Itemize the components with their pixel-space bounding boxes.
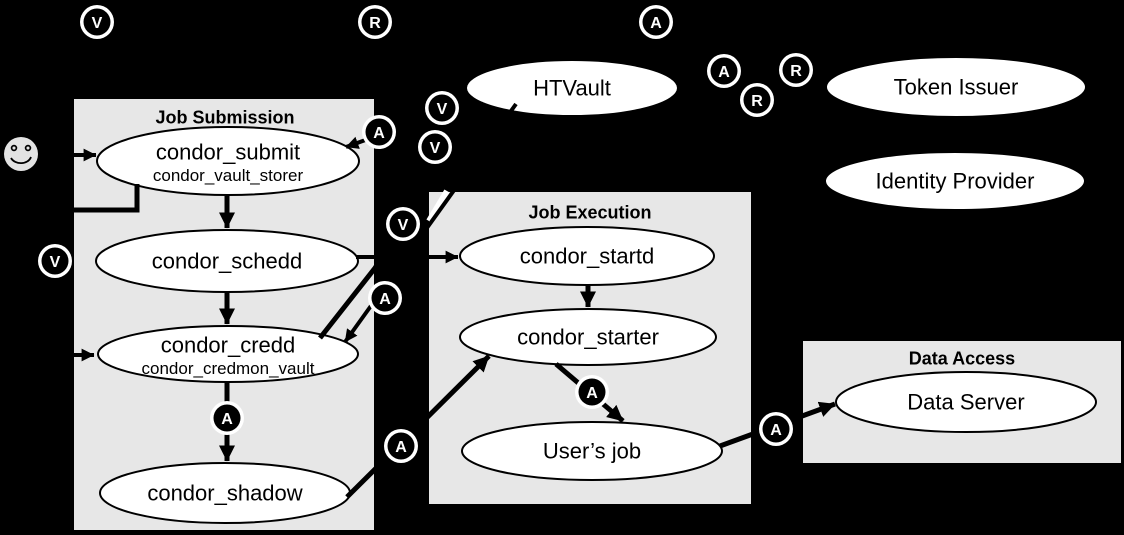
badge-a-3: A [707,54,741,88]
badge-v-0: V [80,5,114,39]
smiley-face [4,137,38,171]
badge-letter: A [586,385,598,402]
badge-disc [743,86,771,114]
badge-letter: R [369,15,381,32]
badge-a-2: A [639,5,673,39]
node-label-token-issuer: Token Issuer [894,75,1019,100]
badge-disc [428,94,456,122]
edge-shadow-to-starter [345,354,491,499]
badge-r-4: R [779,53,813,87]
badge-letter: A [395,439,407,456]
badge-letter: V [437,101,448,118]
badge-a-15: A [759,412,793,446]
badge-letter: A [650,15,662,32]
badge-v-7: V [418,130,452,164]
badge-a-8: A [362,115,396,149]
badge-v-10: V [386,207,420,241]
badge-disc [710,57,738,85]
box-title-data-access: Data Access [909,348,1015,368]
user-smiley-icon [4,137,38,171]
badge-a-14: A [575,375,609,409]
node-label-condor-submit: condor_submit [156,140,300,165]
smiley-mouth [10,156,32,165]
badge-disc [421,133,449,161]
node-label-condor-startd: condor_startd [520,244,655,269]
badge-letter: A [221,411,233,428]
node-label-condor-credd: condor_credd [161,333,296,358]
badge-disc [41,247,69,275]
badge-letter: A [770,422,782,439]
badge-letter: V [50,254,61,271]
node-users-job [461,421,723,481]
line-casing-artifact [426,189,450,223]
badge-disc [365,118,393,146]
badge-disc [389,210,417,238]
badge-r-5: R [740,83,774,117]
badge-disc [361,8,389,36]
badge-r-1: R [358,5,392,39]
node-condor-startd [459,226,715,286]
badge-disc [371,284,399,312]
node-label-users-job: User’s job [543,439,641,464]
badge-letter: A [373,125,385,142]
badge-v-9: V [38,244,72,278]
badge-letter: A [379,291,391,308]
node-sublabel-condor-credd: condor_credmon_vault [142,359,315,378]
badge-disc [762,415,790,443]
badge-letter: R [790,63,802,80]
node-condor-starter [459,308,717,366]
node-htvault [465,59,679,117]
badge-letter: A [718,64,730,81]
badge-disc [578,378,606,406]
edge-submit-return-line [58,184,140,213]
node-label-htvault: HTVault [533,76,611,101]
node-label-condor-starter: condor_starter [517,325,659,350]
badge-disc [213,404,241,432]
badge-v-6: V [425,91,459,125]
node-condor-schedd [95,229,359,293]
node-label-condor-shadow: condor_shadow [147,481,302,506]
badge-letter: V [92,15,103,32]
smiley-left-eye [10,144,18,152]
node-label-identity-provider: Identity Provider [876,169,1035,194]
badge-letter: V [398,217,409,234]
badge-disc [387,432,415,460]
node-identity-provider [824,151,1086,211]
box-title-job-submission: Job Submission [155,107,294,127]
node-data-server [835,371,1097,433]
node-sublabel-condor-submit: condor_vault_storer [153,166,304,185]
badge-letter: V [430,140,441,157]
box-title-job-execution: Job Execution [528,202,651,222]
badge-a-13: A [384,429,418,463]
smiley-right-eye [24,144,32,152]
badge-a-11: A [368,281,402,315]
badge-disc [642,8,670,36]
badge-disc [782,56,810,84]
node-condor-submit [96,126,360,196]
node-label-data-server: Data Server [907,390,1024,415]
badge-a-12: A [210,401,244,435]
badge-letter: R [751,93,763,110]
badge-disc [83,8,111,36]
node-label-condor-schedd: condor_schedd [152,249,302,274]
